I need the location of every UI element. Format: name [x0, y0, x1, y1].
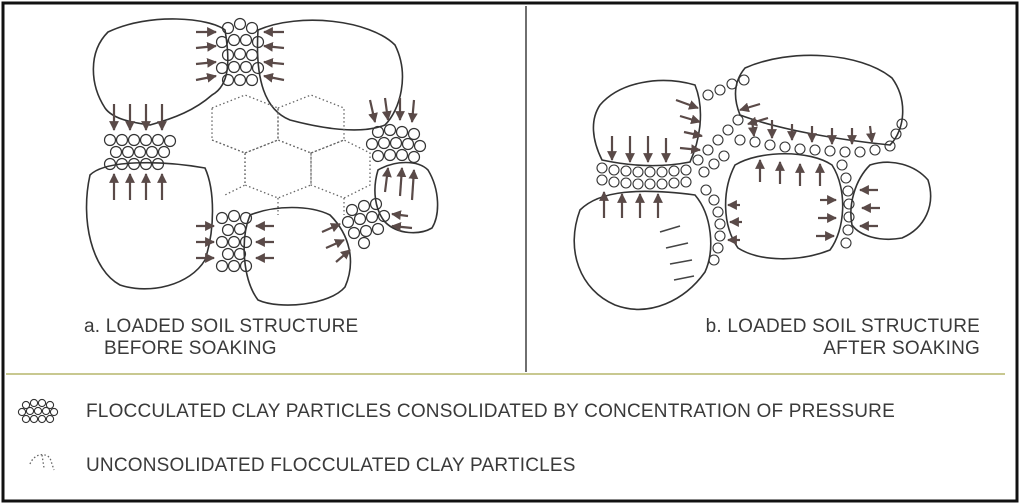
flocculated-clay-cluster: [343, 199, 390, 249]
panel-a-caption: a. LOADED SOIL STRUCTURE BEFORE SOAKING: [84, 316, 358, 360]
unconsolidated-clay-icon: [30, 455, 54, 470]
panel-b-diagram: [574, 55, 930, 309]
unconsolidated-clay-honeycomb: [212, 95, 370, 215]
soil-grain: [257, 20, 402, 130]
grain-hatch-marks: [660, 226, 694, 280]
soil-grain: [735, 55, 902, 145]
legend-item-unconsolidated: UNCONSOLIDATED FLOCCULATED CLAY PARTICLE…: [86, 455, 576, 477]
flocculated-clay-cluster: [217, 211, 252, 272]
soil-grain: [87, 163, 213, 289]
soil-grain: [726, 154, 843, 259]
soil-grain: [574, 191, 711, 309]
panel-a-caption-line1: a. LOADED SOIL STRUCTURE: [84, 316, 358, 338]
legend-item-flocculated: FLOCCULATED CLAY PARTICLES CONSOLIDATED …: [86, 401, 895, 423]
panel-b-caption-line2: AFTER SOAKING: [706, 338, 980, 360]
soil-grain: [851, 162, 931, 239]
panel-b-caption: b. LOADED SOIL STRUCTURE AFTER SOAKING: [706, 316, 980, 360]
flocculated-clay-cluster: [367, 125, 426, 163]
panel-a-caption-line2: BEFORE SOAKING: [84, 338, 358, 360]
flocculated-clay-icon: [18, 399, 57, 422]
panel-b-caption-line1: b. LOADED SOIL STRUCTURE: [706, 316, 980, 338]
figure-border: [3, 3, 1017, 501]
soil-grain: [375, 163, 438, 233]
flocculated-clay-band: [597, 75, 907, 265]
flocculated-clay-cluster: [105, 135, 176, 170]
pressure-arrows: [114, 32, 414, 262]
soil-grain: [244, 208, 350, 306]
panel-a-diagram: [87, 19, 438, 306]
